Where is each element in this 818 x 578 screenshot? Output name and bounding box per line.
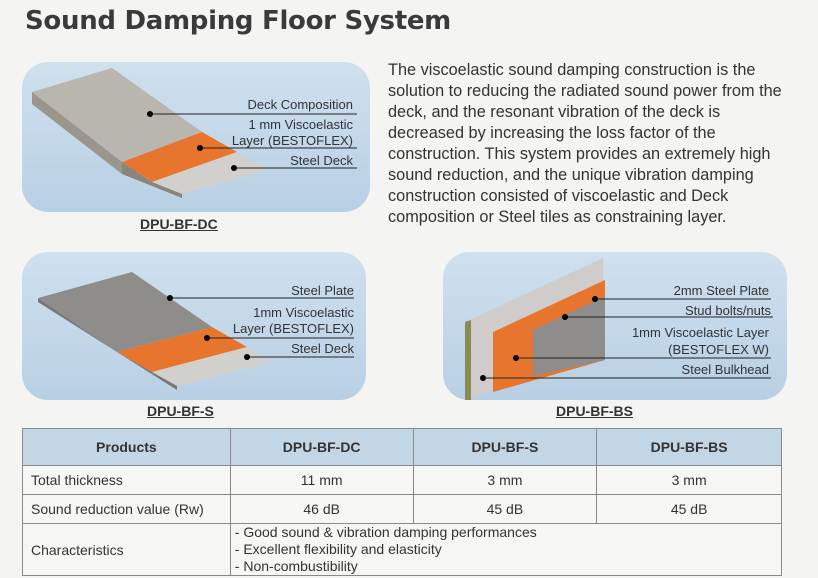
label-viscoelastic: 1 mm Viscoelastic: [248, 117, 353, 132]
row-label: Characteristics: [22, 523, 231, 576]
description-paragraph: The viscoelastic sound damping construct…: [388, 61, 782, 226]
caption-dpu-bf-dc: DPU-BF-DC: [140, 216, 218, 232]
label-steel-plate: 2mm Steel Plate: [673, 283, 769, 298]
label-steel-bulkhead: Steel Bulkhead: [681, 362, 769, 377]
characteristic-item: - Non-combustibility: [234, 558, 358, 574]
header-bs: DPU-BF-BS: [596, 428, 782, 466]
diagram-dpu-bf-dc: Deck Composition 1 mm Viscoelastic Layer…: [22, 62, 370, 212]
cell: 45 dB: [596, 494, 782, 524]
steel-plate-illustration: [38, 272, 354, 390]
diagram-dpu-bf-s: Steel Plate 1mm Viscoelastic Layer (BEST…: [22, 252, 366, 400]
characteristics-cell: - Good sound & vibration damping perform…: [229, 523, 783, 576]
table-row-characteristics: Characteristics - Good sound & vibration…: [22, 523, 783, 576]
header-s: DPU-BF-S: [412, 428, 598, 466]
page-title: Sound Damping Floor System: [25, 6, 451, 36]
bulkhead-illustration: [465, 258, 773, 400]
label-steel-plate: Steel Plate: [291, 283, 354, 298]
cell: 11 mm: [229, 465, 414, 495]
diagram-dpu-bf-bs: 2mm Steel Plate Stud bolts/nuts 1mm Visc…: [443, 252, 787, 400]
caption-dpu-bf-s: DPU-BF-S: [147, 403, 214, 419]
header-dc: DPU-BF-DC: [229, 428, 414, 466]
characteristic-item: - Good sound & vibration damping perform…: [234, 524, 537, 540]
label-stud-bolts: Stud bolts/nuts: [685, 303, 771, 318]
row-label: Total thickness: [22, 465, 231, 495]
label-viscoelastic-2: Layer (BESTOFLEX): [231, 133, 353, 148]
label-steel-deck: Steel Deck: [291, 341, 354, 356]
label-viscoelastic: 1mm Viscoelastic: [253, 305, 354, 320]
header-products: Products: [22, 428, 231, 466]
label-viscoelastic: 1mm Viscoelastic Layer: [631, 325, 769, 340]
label-deck-composition: Deck Composition: [247, 97, 354, 112]
label-viscoelastic-2: Layer (BESTOFLEX): [232, 321, 354, 336]
cell: 3 mm: [596, 465, 782, 495]
row-label: Sound reduction value (Rw): [22, 494, 231, 524]
table-header-row: Products DPU-BF-DC DPU-BF-S DPU-BF-BS: [22, 428, 782, 466]
table-row: Sound reduction value (Rw) 46 dB 45 dB 4…: [22, 494, 782, 524]
cell: 46 dB: [229, 494, 414, 524]
product-spec-table: Products DPU-BF-DC DPU-BF-S DPU-BF-BS To…: [22, 428, 783, 576]
label-viscoelastic-2: (BESTOFLEX W): [668, 342, 769, 357]
cell: 3 mm: [412, 465, 598, 495]
caption-dpu-bf-bs: DPU-BF-BS: [556, 403, 633, 419]
characteristic-item: - Excellent flexibility and elasticity: [234, 541, 442, 557]
label-steel-deck: Steel Deck: [290, 153, 353, 168]
table-row: Total thickness 11 mm 3 mm 3 mm: [22, 465, 782, 495]
cell: 45 dB: [412, 494, 598, 524]
deck-composition-illustration: [32, 68, 357, 198]
